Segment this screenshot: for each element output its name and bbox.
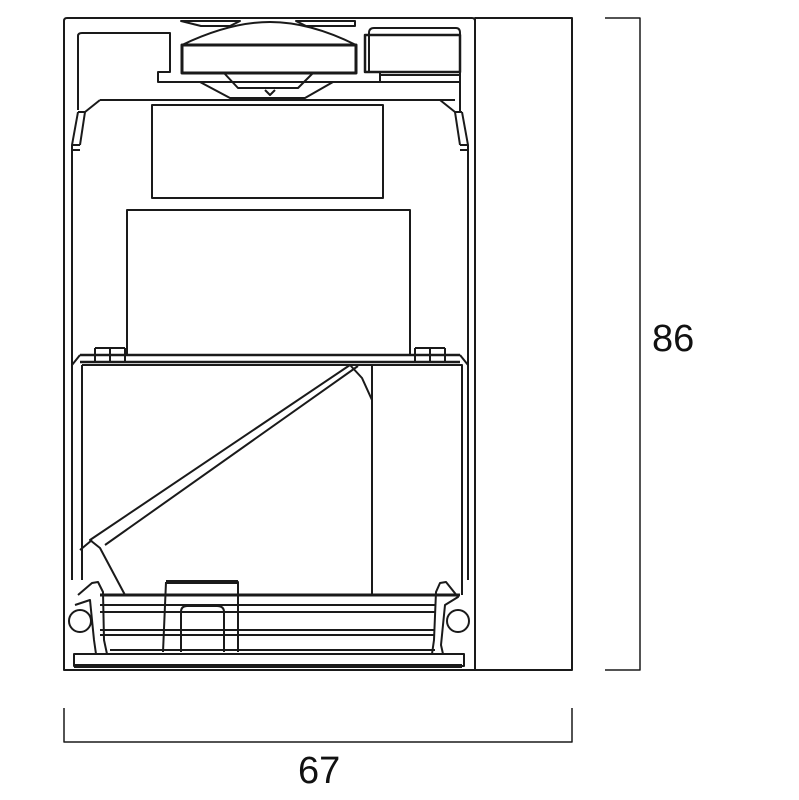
width-dimension-line [63,708,573,743]
width-dimension-label: 67 [298,750,341,792]
bottom-clip-assembly [68,580,470,668]
height-dimension-label: 86 [652,318,695,360]
side-panel [474,17,573,671]
height-dimension-line [605,17,641,671]
upper-block [151,104,384,199]
outer-housing [63,17,573,671]
side-walls [71,111,469,580]
lower-module [79,364,463,596]
top-rail [77,20,462,113]
middle-block [126,209,411,356]
shelf [80,347,460,364]
